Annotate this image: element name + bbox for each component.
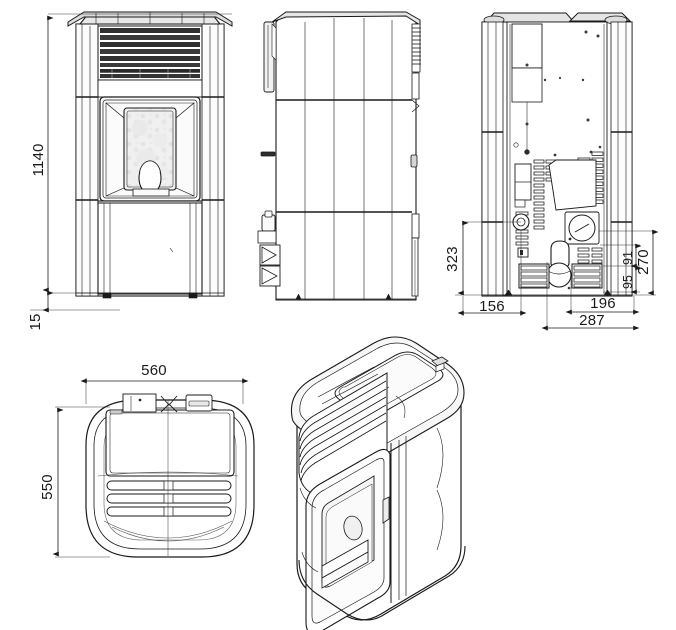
front-firebox-door bbox=[99, 96, 201, 202]
dimension-label-196: 196 bbox=[590, 295, 616, 312]
plan-view bbox=[85, 393, 255, 558]
dimension-label-91: 91 bbox=[621, 251, 635, 265]
dimension-1140 bbox=[42, 13, 232, 294]
front-elevation-view bbox=[67, 11, 233, 299]
dimension-560 bbox=[80, 378, 249, 404]
rear-ports bbox=[546, 240, 572, 288]
iso-base bbox=[298, 545, 466, 621]
side-body-outline bbox=[275, 13, 417, 301]
plan-hopper-lid bbox=[105, 409, 235, 477]
dimension-550 bbox=[52, 406, 110, 558]
side-rear-vent bbox=[410, 23, 421, 297]
dimension-label-287: 287 bbox=[579, 312, 605, 329]
rear-elevation-view bbox=[481, 12, 633, 297]
dimension-label-550: 550 bbox=[39, 474, 56, 500]
dimension-label-560: 560 bbox=[141, 362, 167, 379]
dimension-270 bbox=[599, 229, 659, 296]
plan-rear-fittings bbox=[122, 393, 213, 413]
rear-wiring-panel bbox=[548, 159, 597, 211]
dimension-label-1140: 1140 bbox=[30, 143, 47, 176]
dimension-15 bbox=[30, 290, 120, 313]
dimension-156 bbox=[457, 230, 527, 316]
side-panel-joints bbox=[276, 18, 412, 300]
dimension-323 bbox=[455, 220, 521, 296]
rear-side-panels bbox=[481, 21, 633, 297]
side-elevation-view bbox=[257, 11, 421, 301]
dimension-95 bbox=[603, 265, 642, 295]
side-left-fittings bbox=[257, 21, 281, 287]
side-top-cap bbox=[271, 11, 421, 26]
front-top-cap bbox=[67, 11, 233, 27]
dimension-label-323: 323 bbox=[444, 246, 461, 272]
iso-door bbox=[305, 448, 391, 630]
rear-left-box bbox=[514, 163, 532, 208]
rear-terminal-blocks bbox=[517, 247, 603, 289]
dimension-196 bbox=[565, 276, 640, 315]
dimension-287 bbox=[541, 262, 640, 331]
iso-panel-joints bbox=[299, 427, 444, 603]
rear-gauge bbox=[564, 211, 600, 245]
dimension-label-270: 270 bbox=[635, 249, 652, 275]
side-feet bbox=[276, 293, 416, 300]
front-upper-panel bbox=[97, 79, 203, 98]
front-pedestal bbox=[97, 200, 203, 295]
front-louver-grille bbox=[97, 25, 203, 81]
isometric-view bbox=[290, 336, 466, 630]
dimension-label-156: 156 bbox=[479, 298, 505, 315]
plan-grille-bars bbox=[106, 480, 232, 517]
dimension-label-15: 15 bbox=[27, 313, 44, 330]
plan-contours bbox=[97, 400, 239, 556]
rear-hopper-panel bbox=[511, 23, 543, 155]
dimension-label-95: 95 bbox=[621, 275, 635, 289]
